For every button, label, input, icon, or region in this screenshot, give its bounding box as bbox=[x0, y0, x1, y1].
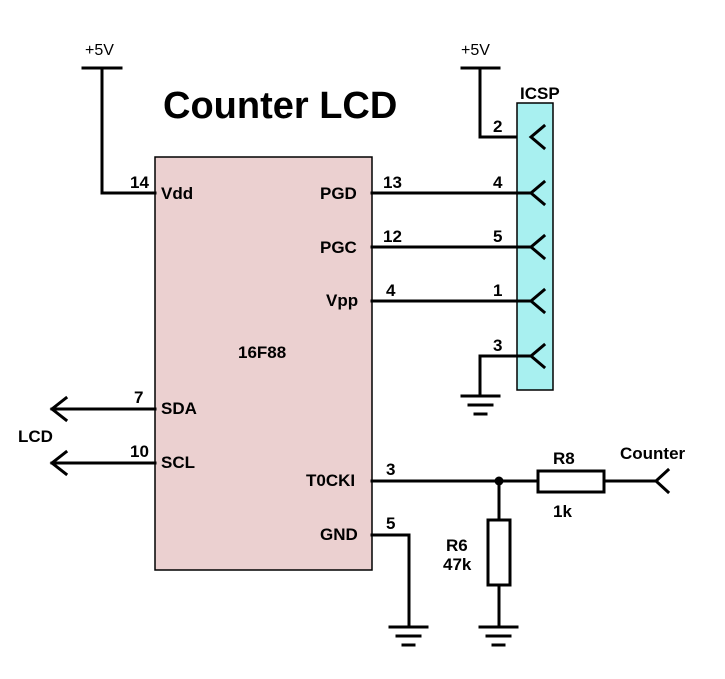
pin-scl-name: SCL bbox=[161, 453, 195, 472]
pin-sda-number: 7 bbox=[134, 388, 143, 407]
icsp-pin-number: 1 bbox=[493, 281, 502, 300]
icsp-pin-number: 5 bbox=[493, 227, 502, 246]
counter-label: Counter bbox=[620, 444, 686, 463]
r6-name: R6 bbox=[446, 536, 468, 555]
pin-vpp-number: 4 bbox=[386, 281, 396, 300]
pin-scl-number: 10 bbox=[130, 442, 149, 461]
pin-pgc-number: 12 bbox=[383, 227, 402, 246]
pin-gnd-name: GND bbox=[320, 525, 358, 544]
counter-input-contact bbox=[653, 467, 671, 495]
supply-left-label: +5V bbox=[85, 42, 114, 59]
icsp-contact bbox=[528, 123, 547, 151]
pin-pgd-name: PGD bbox=[320, 184, 357, 203]
icsp-pin-number: 3 bbox=[493, 336, 502, 355]
icsp-pin-number: 2 bbox=[493, 117, 502, 136]
pin-sda-name: SDA bbox=[161, 399, 197, 418]
pin-vdd-name: Vdd bbox=[161, 184, 193, 203]
r6-value: 47k bbox=[443, 555, 472, 574]
ic-body bbox=[154, 156, 373, 571]
pin-pgd-number: 13 bbox=[383, 173, 402, 192]
pin-vdd-number: 14 bbox=[130, 173, 149, 192]
r8-name: R8 bbox=[553, 449, 575, 468]
icsp-gnd-wire bbox=[478, 354, 533, 398]
pin-t0cki-number: 3 bbox=[386, 460, 395, 479]
icsp-pin-number: 4 bbox=[493, 173, 503, 192]
sda-arrow bbox=[49, 395, 157, 423]
supply-right-label: +5V bbox=[461, 42, 490, 59]
pin-vpp-name: Vpp bbox=[326, 291, 358, 310]
r8-value: 1k bbox=[553, 502, 572, 521]
icsp-label: ICSP bbox=[520, 84, 560, 103]
pin-t0cki-name: T0CKI bbox=[306, 471, 355, 490]
resistor-r8 bbox=[536, 469, 606, 494]
ground-symbol-ic bbox=[388, 625, 429, 647]
ic-gnd-wire bbox=[370, 533, 411, 629]
supply-5v-left: +5V bbox=[81, 42, 157, 195]
ground-symbol-r6 bbox=[478, 625, 519, 647]
pin-gnd-number: 5 bbox=[386, 514, 395, 533]
scl-arrow bbox=[49, 449, 157, 477]
pin-pgc-name: PGC bbox=[320, 238, 357, 257]
ic-part-label: 16F88 bbox=[238, 343, 286, 362]
ground-symbol-icsp bbox=[460, 394, 501, 416]
schematic-title: Counter LCD bbox=[163, 85, 397, 127]
resistor-r6 bbox=[486, 518, 512, 587]
lcd-label: LCD bbox=[18, 427, 53, 446]
